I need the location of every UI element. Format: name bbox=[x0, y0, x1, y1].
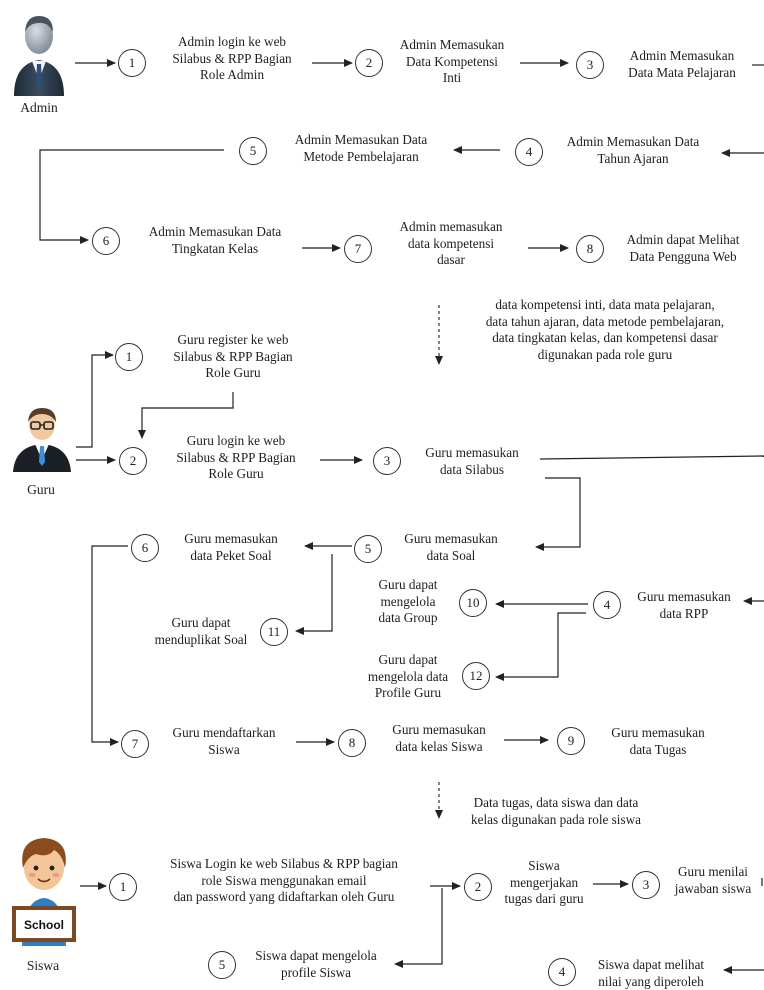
step-number: 5 bbox=[208, 951, 236, 979]
arrow-guru-g1 bbox=[76, 351, 114, 448]
step-number: 10 bbox=[459, 589, 487, 617]
step-number: 1 bbox=[115, 343, 143, 371]
step-number: 12 bbox=[462, 662, 490, 690]
arrow-g5-g11 bbox=[295, 554, 333, 635]
siswa-role-label: Siswa bbox=[26, 958, 60, 973]
step-number: 2 bbox=[119, 447, 147, 475]
guru-role-label: Guru bbox=[27, 482, 55, 497]
step-number: 11 bbox=[260, 618, 288, 646]
step-number: 3 bbox=[632, 871, 660, 899]
step-number: 5 bbox=[239, 137, 267, 165]
step-number: 4 bbox=[515, 138, 543, 166]
arrow-g4-g12 bbox=[495, 612, 586, 681]
arrow-g6-g7 bbox=[91, 545, 128, 746]
note-admin-to-guru: data kompetensi inti, data mata pelajara… bbox=[485, 297, 725, 362]
arrow-s1-s5 bbox=[394, 888, 443, 968]
step-number: 2 bbox=[464, 873, 492, 901]
step-number: 4 bbox=[548, 958, 576, 986]
step-number: 6 bbox=[92, 227, 120, 255]
arrow-g3-g5 bbox=[535, 477, 581, 551]
step-number: 7 bbox=[121, 730, 149, 758]
siswa-avatar-icon bbox=[12, 838, 76, 946]
arrow-a5-a6 bbox=[39, 149, 224, 244]
guru-avatar-icon bbox=[13, 408, 71, 472]
arrow-g1-g2 bbox=[138, 392, 234, 439]
step-number: 8 bbox=[338, 729, 366, 757]
step-number: 1 bbox=[118, 49, 146, 77]
step-number: 2 bbox=[355, 49, 383, 77]
step-number: 1 bbox=[109, 873, 137, 901]
step-number: 6 bbox=[131, 534, 159, 562]
step-number: 3 bbox=[373, 447, 401, 475]
admin-avatar-icon bbox=[14, 16, 64, 96]
step-number: 9 bbox=[557, 727, 585, 755]
step-number: 5 bbox=[354, 535, 382, 563]
school-sign: School bbox=[23, 918, 64, 932]
line-g3-out bbox=[539, 455, 764, 460]
step-number: 8 bbox=[576, 235, 604, 263]
admin-role-label: Admin bbox=[20, 100, 58, 115]
step-number: 3 bbox=[576, 51, 604, 79]
step-number: 4 bbox=[593, 591, 621, 619]
step-number: 7 bbox=[344, 235, 372, 263]
